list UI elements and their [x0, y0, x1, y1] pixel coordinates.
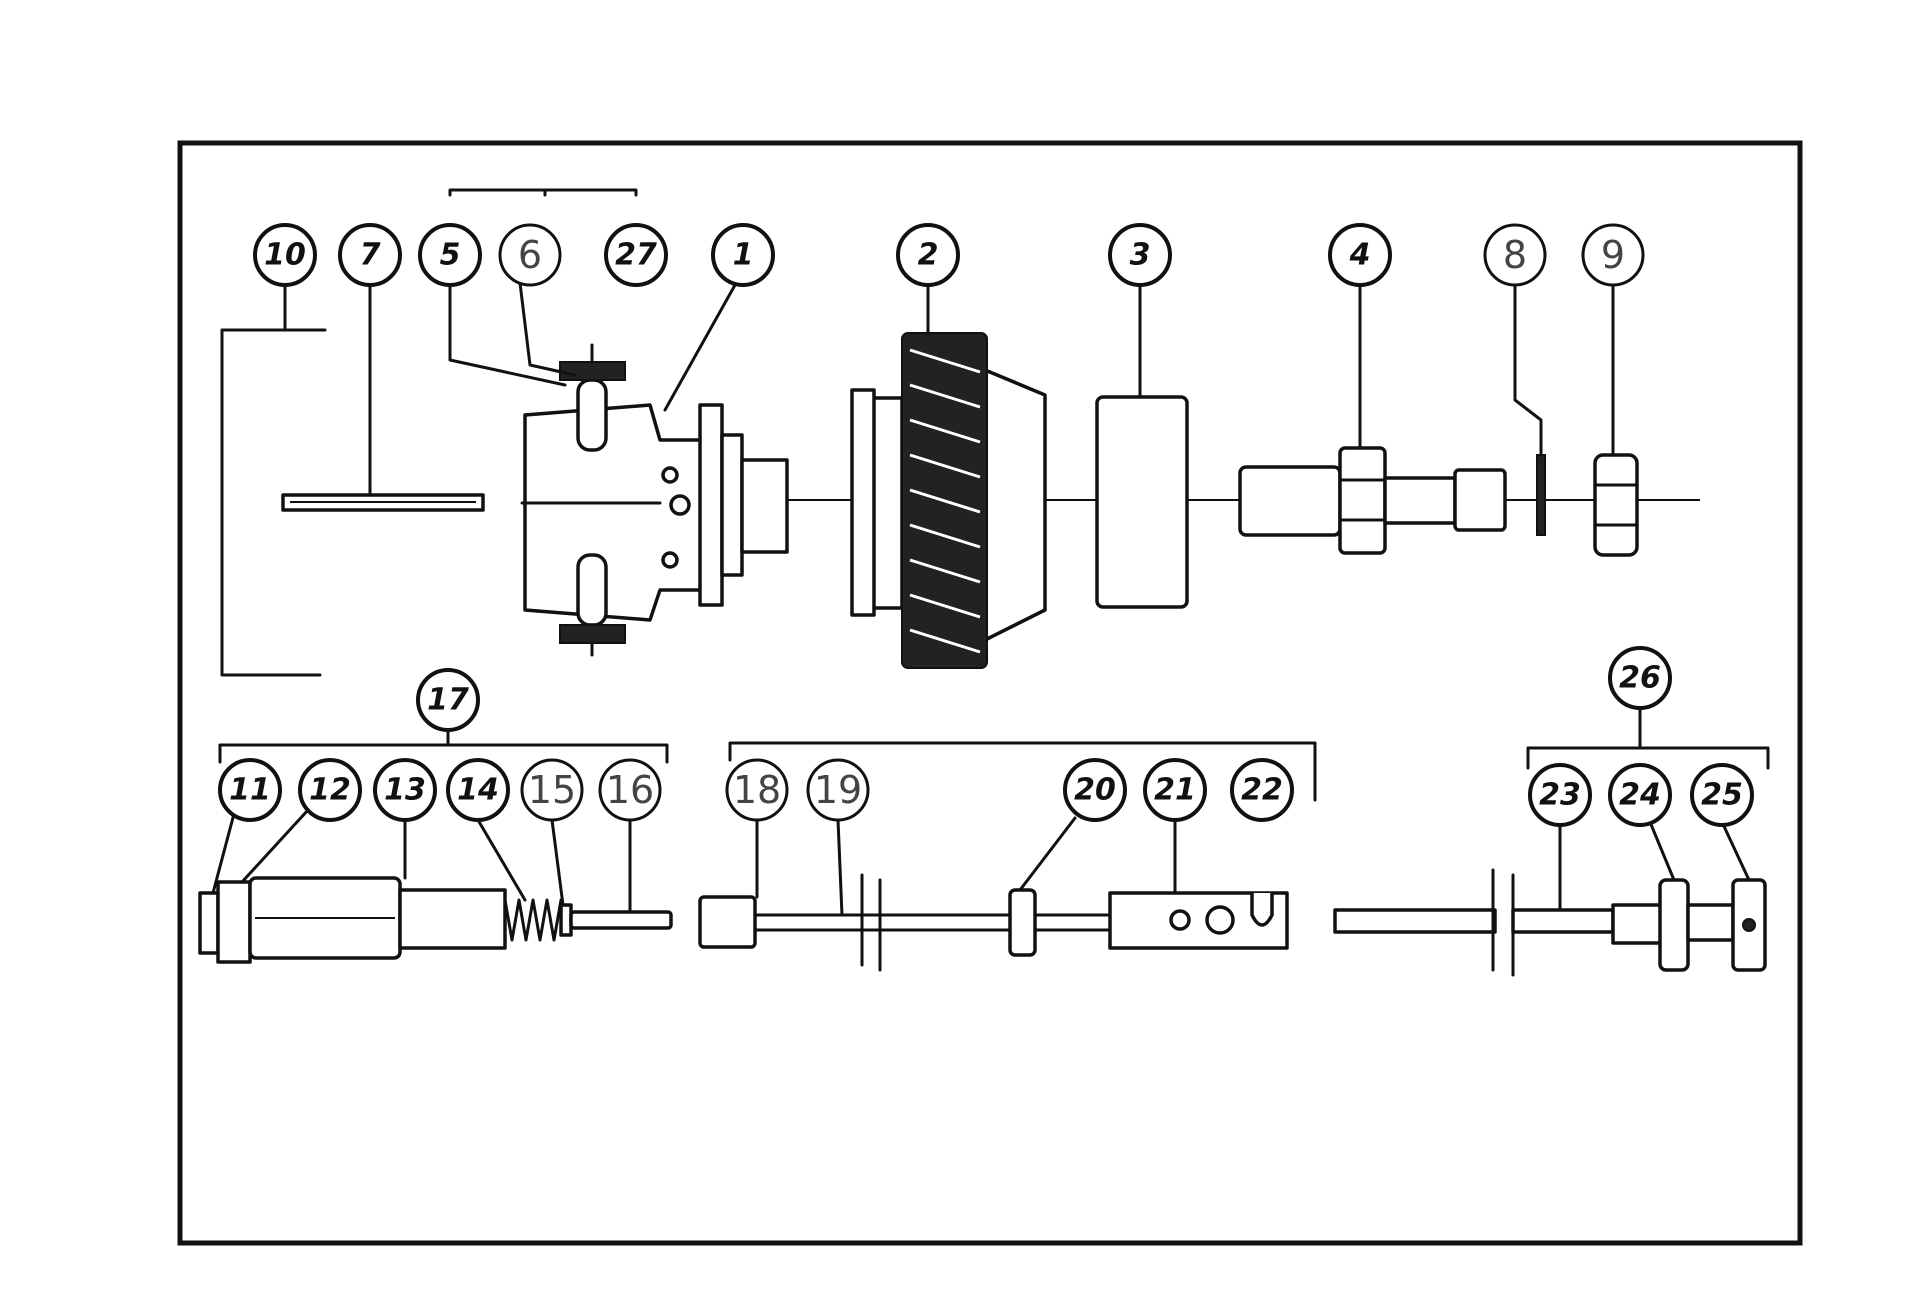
svg-text:13: 13: [384, 773, 426, 808]
callout-21: 21: [1143, 758, 1207, 822]
svg-text:14: 14: [457, 773, 499, 808]
diagram-frame: [177, 140, 1803, 1246]
part-9-nut: [1593, 453, 1639, 557]
svg-text:24: 24: [1619, 778, 1661, 813]
callout-8: 8: [1483, 223, 1547, 287]
callout-22: 22: [1230, 758, 1294, 822]
svg-text:3: 3: [1130, 238, 1151, 273]
svg-text:6: 6: [518, 233, 542, 277]
callout-19: 19: [806, 758, 870, 822]
svg-text:2: 2: [918, 238, 939, 273]
callout-18: 18: [725, 758, 789, 822]
callout-23: 23: [1528, 763, 1592, 827]
part-4-pinion-shaft: [1238, 446, 1507, 555]
svg-text:27: 27: [615, 238, 657, 273]
plunger-assembly-17: [198, 876, 673, 964]
svg-text:10: 10: [264, 238, 306, 273]
callout-2: 2: [896, 223, 960, 287]
callout-16: 16: [598, 758, 662, 822]
callout-11: 11: [218, 758, 282, 822]
svg-text:8: 8: [1503, 233, 1527, 277]
part-21-bracket: [1108, 891, 1289, 950]
callout-17: 17: [416, 668, 480, 732]
part-11-cap: [198, 891, 220, 955]
callout-9: 9: [1581, 223, 1645, 287]
part-1-housing: [520, 343, 789, 657]
callout-26: 26: [1608, 646, 1672, 710]
callout-15: 15: [520, 758, 584, 822]
bottom-group-brackets: [218, 706, 1770, 802]
part-3-spacer: [1095, 395, 1189, 609]
top-leader-lines: [283, 188, 1615, 497]
callout-24: 24: [1608, 763, 1672, 827]
callout-4: 4: [1328, 223, 1392, 287]
shaft-assembly-26: [1333, 868, 1767, 977]
callout-27: 27: [604, 223, 668, 287]
callout-6: 6: [498, 223, 562, 287]
bottom-assembly: [198, 706, 1770, 977]
callout-1: 1: [711, 223, 775, 287]
callout-5: 5: [418, 223, 482, 287]
top-assembly: [220, 188, 1700, 677]
part-2-ring-gear: [850, 332, 1047, 669]
svg-text:4: 4: [1349, 238, 1371, 273]
svg-text:18: 18: [733, 768, 781, 812]
cable-assembly-22: [698, 873, 1289, 972]
svg-text:22: 22: [1241, 773, 1283, 808]
callout-20: 20: [1063, 758, 1127, 822]
part-12-ring: [216, 880, 252, 964]
part-14-spring: [503, 898, 563, 942]
callout-13: 13: [373, 758, 437, 822]
svg-text:1: 1: [733, 238, 754, 273]
callout-3: 3: [1108, 223, 1172, 287]
callout-25: 25: [1690, 763, 1754, 827]
svg-text:17: 17: [427, 683, 469, 718]
callout-10: 10: [253, 223, 317, 287]
svg-text:7: 7: [360, 238, 381, 273]
svg-text:15: 15: [528, 768, 576, 812]
part-10-bracket: [220, 328, 327, 677]
svg-text:23: 23: [1539, 778, 1581, 813]
svg-text:19: 19: [814, 768, 862, 812]
svg-text:11: 11: [229, 773, 271, 808]
svg-text:12: 12: [309, 773, 351, 808]
part-8-washer: [1536, 454, 1546, 536]
callout-12: 12: [298, 758, 362, 822]
callout-7: 7: [338, 223, 402, 287]
svg-text:21: 21: [1154, 773, 1196, 808]
svg-text:9: 9: [1601, 233, 1625, 277]
svg-text:5: 5: [440, 238, 461, 273]
part-23-shaft: [1333, 908, 1497, 934]
callouts: 10 7 5 6 27 1 2 3 4 8 9 17 11 12 13 14 1…: [218, 223, 1754, 827]
bottom-leader-lines: [211, 808, 1751, 917]
callout-14: 14: [446, 758, 510, 822]
part-20-nut: [1008, 888, 1037, 957]
part-16-rod: [569, 910, 673, 930]
part-18-end: [698, 895, 757, 949]
svg-text:20: 20: [1074, 773, 1116, 808]
svg-text:25: 25: [1701, 778, 1743, 813]
svg-text:26: 26: [1619, 661, 1661, 696]
svg-text:16: 16: [606, 768, 654, 812]
part-24-nut: [1658, 878, 1690, 972]
